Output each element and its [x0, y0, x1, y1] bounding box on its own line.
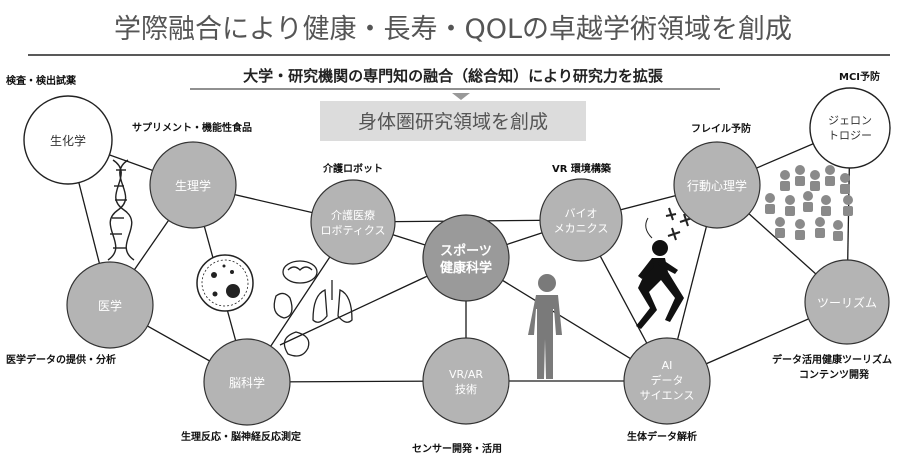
svg-text:バイオ: バイオ	[565, 207, 598, 220]
down-arrow-icon	[452, 93, 470, 100]
label-tourism-dev-2: コンテンツ開発	[799, 368, 870, 381]
svg-text:サイエンス: サイエンス	[640, 389, 695, 402]
cell-icon	[196, 254, 254, 312]
svg-text:スポーツ: スポーツ	[440, 243, 492, 259]
node-ai-data-science: AI データ サイエンス	[623, 337, 711, 425]
svg-text:ジェロン: ジェロン	[828, 114, 872, 127]
label-frail: フレイル予防	[691, 122, 751, 135]
label-kaigo-robot: 介護ロボット	[322, 162, 383, 175]
node-igaku: 医学	[66, 261, 154, 349]
human-body-icon	[528, 274, 562, 379]
svg-text:ロボティクス: ロボティクス	[320, 224, 385, 237]
svg-text:技術: 技術	[455, 383, 477, 396]
svg-text:介護医療: 介護医療	[331, 208, 375, 222]
node-seikagaku: 生化学	[23, 95, 113, 185]
label-seiri-hanno: 生理反応・脳神経反応測定	[181, 430, 301, 443]
label-vr-env: VR 環境構築	[552, 162, 612, 175]
svg-text:脳科学: 脳科学	[229, 375, 265, 390]
svg-text:AI: AI	[662, 359, 673, 372]
subtitle: 大学・研究機関の専門知の融合（総合知）により研究力を拡張	[243, 67, 664, 85]
node-noukagaku: 脳科学	[203, 338, 291, 426]
node-vr-ar: VR/AR 技術	[422, 337, 510, 425]
svg-text:トロジー: トロジー	[828, 129, 872, 142]
svg-text:ツーリズム: ツーリズム	[817, 295, 877, 310]
svg-text:医学: 医学	[98, 298, 122, 313]
runner-icon	[636, 207, 693, 329]
organs-icon	[273, 260, 353, 357]
svg-text:VR/AR: VR/AR	[449, 368, 483, 381]
dna-icon	[107, 159, 135, 261]
node-kaigo-robotics: 介護医療 ロボティクス	[310, 179, 396, 265]
node-tourism: ツーリズム	[804, 259, 890, 345]
svg-text:生理学: 生理学	[175, 178, 211, 193]
label-kensa: 検査・検出試薬	[6, 74, 77, 87]
people-group-icon	[765, 165, 853, 241]
node-biomechanics: バイオ メカニクス	[539, 178, 623, 262]
label-supplement: サプリメント・機能性食品	[132, 121, 252, 134]
svg-text:行動心理学: 行動心理学	[687, 178, 747, 193]
label-seitai-data: 生体データ解析	[627, 430, 697, 443]
node-seirigaku: 生理学	[149, 141, 237, 229]
svg-text:データ: データ	[651, 373, 684, 387]
svg-text:生化学: 生化学	[50, 133, 86, 148]
label-tourism-dev-1: データ活用健康ツーリズム	[772, 353, 892, 366]
svg-text:メカニクス: メカニクス	[554, 222, 609, 235]
center-banner-text: 身体圏研究領域を創成	[358, 111, 548, 133]
node-gerontology: ジェロン トロジー	[809, 87, 891, 169]
main-title: 学際融合により健康・長寿・QOLの卓越学術領域を創成	[114, 14, 792, 45]
center-banner-box	[320, 101, 586, 141]
node-koudou-shinrigaku: 行動心理学	[673, 141, 761, 229]
node-sports-health: スポーツ 健康科学	[422, 214, 510, 302]
label-sensor: センサー開発・活用	[412, 442, 502, 455]
label-medical-data: 医学データの提供・分析	[6, 353, 116, 366]
svg-text:健康科学: 健康科学	[440, 260, 492, 276]
label-mci: MCI予防	[839, 70, 880, 83]
